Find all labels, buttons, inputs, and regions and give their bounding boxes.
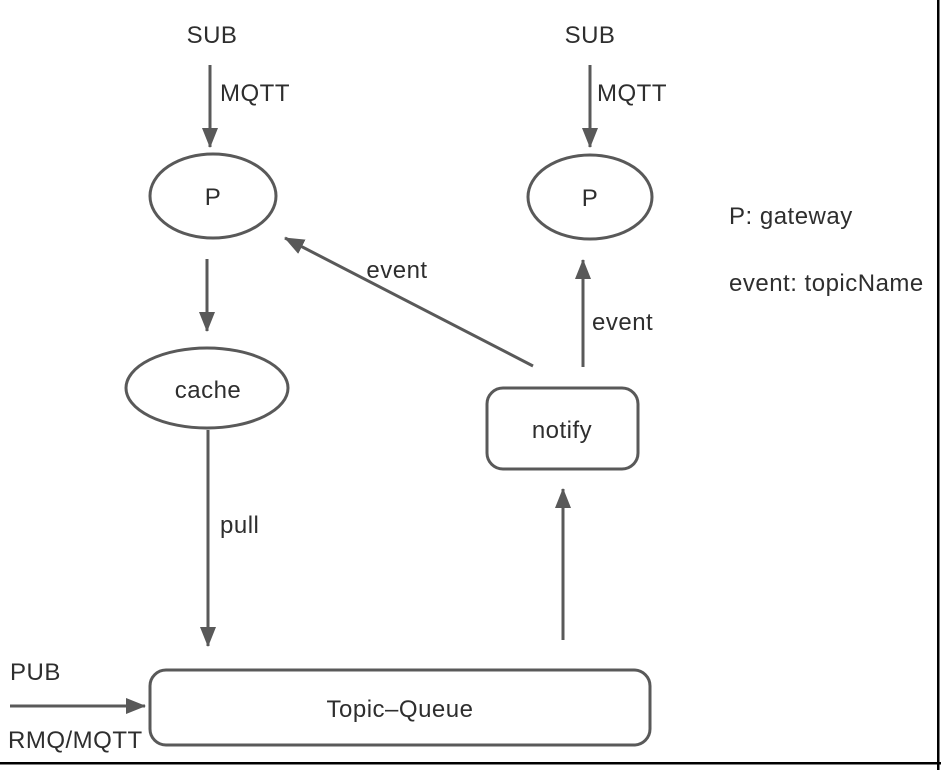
frame-bottom-border [0, 762, 941, 765]
gateway-node-right-label: P [582, 185, 599, 212]
pull-label: pull [220, 512, 259, 539]
cache-node [124, 346, 290, 430]
legend-event-definition: event: topicName [729, 270, 924, 297]
notify-event-to-gateway-left-arrow [284, 236, 534, 368]
cache-node-label: cache [175, 377, 242, 404]
gateway-node-left [148, 152, 278, 240]
sub-left-label: SUB [187, 22, 238, 49]
event-diagonal-label: event [366, 257, 427, 284]
gateway-node-right [526, 153, 654, 241]
event-vertical-label: event [592, 309, 653, 336]
mqtt-right-label: MQTT [597, 80, 667, 107]
frame-right-border [937, 0, 940, 770]
notify-node [485, 386, 640, 471]
notify-node-label: notify [532, 417, 592, 444]
legend-p-definition: P: gateway [729, 203, 853, 230]
topic-queue-node-label: Topic–Queue [327, 696, 474, 723]
mqtt-left-label: MQTT [220, 80, 290, 107]
gateway-node-left-label: P [205, 184, 222, 211]
sub-right-label: SUB [565, 22, 616, 49]
rmq-mqtt-label: RMQ/MQTT [8, 727, 143, 754]
topic-queue-node [148, 668, 652, 747]
pub-label: PUB [10, 659, 61, 686]
